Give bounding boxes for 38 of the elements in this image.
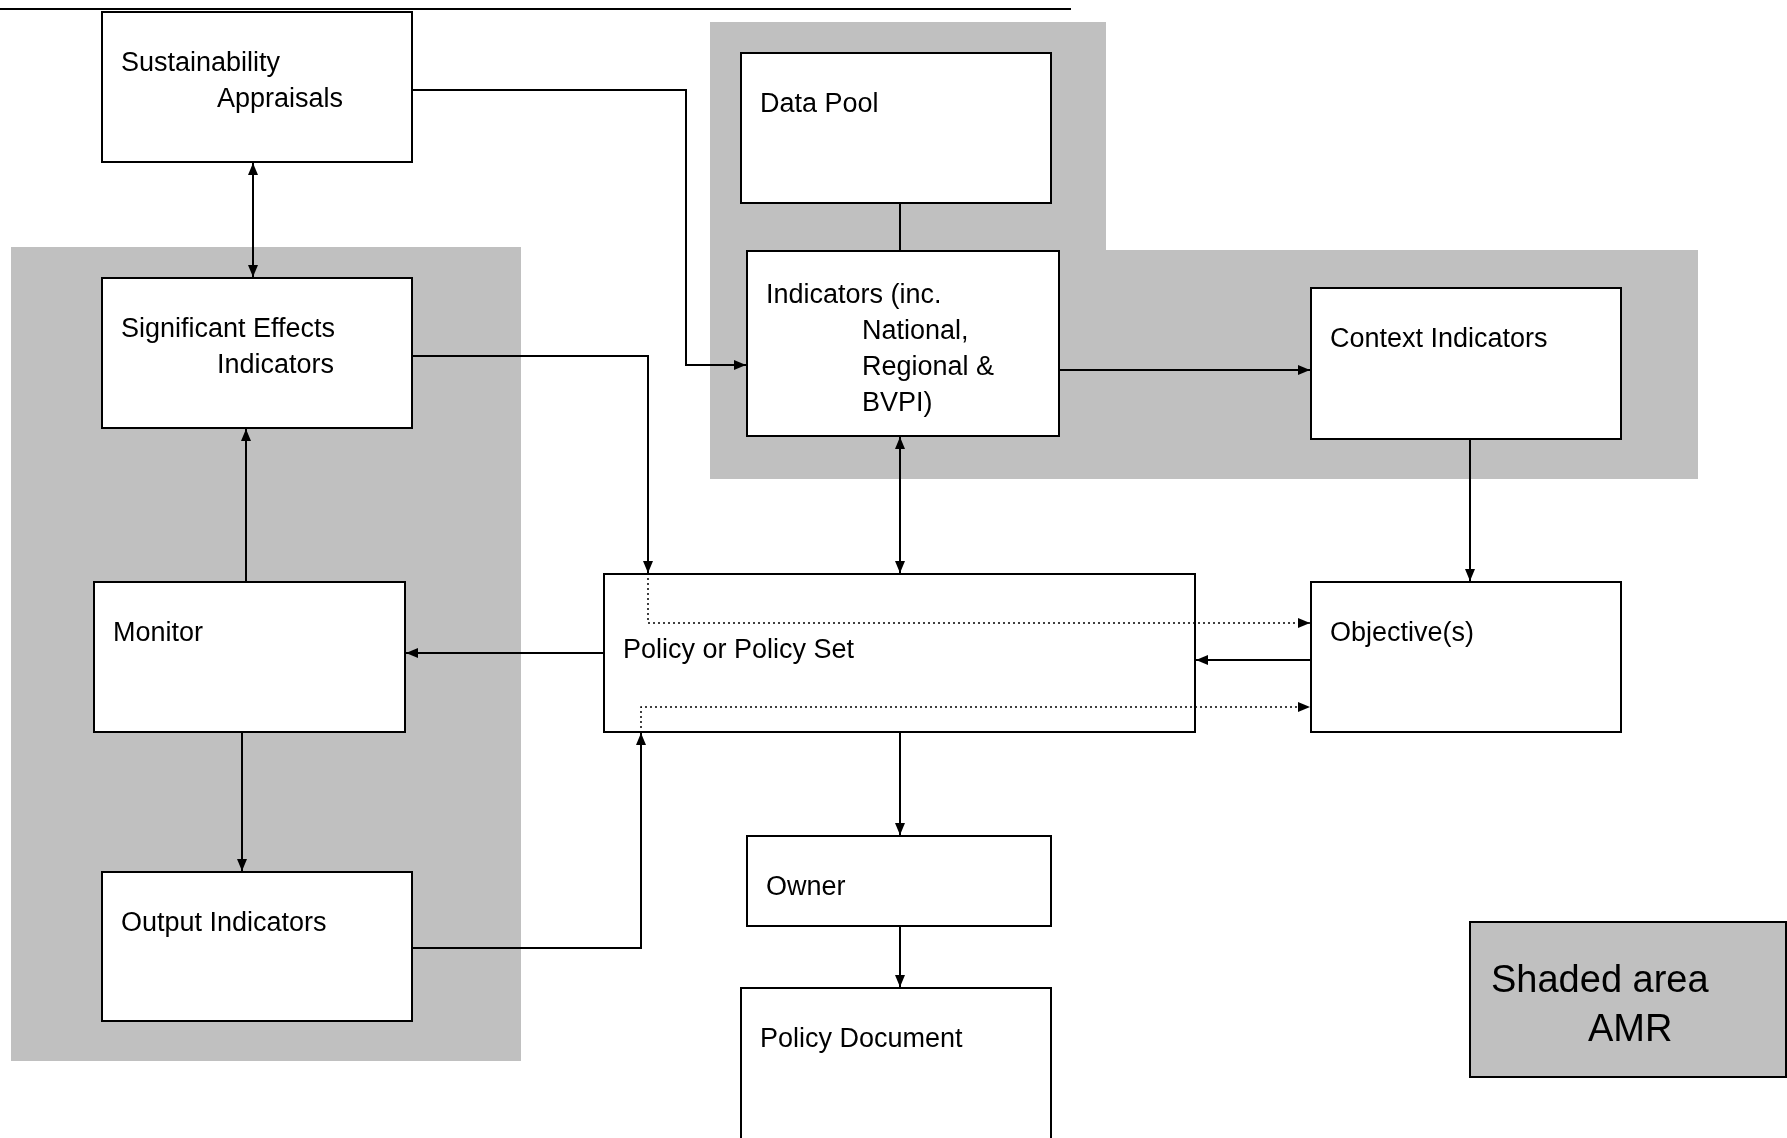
box-label: Sustainability Appraisals [120,46,345,115]
arrow [895,926,905,988]
box-label: Monitor [112,616,205,649]
box-label: Indicators (inc. National, Regional & BVPI) [765,278,996,419]
arrow [895,436,905,574]
arrow [405,648,604,658]
box-label: Policy or Policy Set [622,633,856,666]
box-label: Data Pool [759,87,880,120]
arrow [237,732,247,872]
box-label: Significant Effects Indicators [120,312,337,381]
legend-label: Shaded area AMR [1490,957,1710,1051]
process-box [746,835,1052,927]
process-box [93,581,406,733]
box-label: Output Indicators [120,906,328,939]
process-box [101,871,413,1022]
box-label: Owner [765,870,847,903]
arrow [1059,365,1311,375]
arrow [412,732,646,949]
shaded-region [11,247,521,1061]
process-box [603,573,1196,733]
process-box [740,987,1052,1138]
arrow [412,89,747,370]
arrow [248,162,258,278]
box-label: Objective(s) [1329,616,1476,649]
connector-line [899,203,901,251]
arrow [412,355,653,574]
process-box [101,277,413,429]
arrow [895,732,905,836]
box-label: Context Indicators [1329,322,1549,355]
box-label: Policy Document [759,1022,964,1055]
arrow [1195,655,1311,665]
process-box [101,11,413,163]
arrow [241,428,251,582]
process-box [1310,287,1622,440]
arrow [1465,439,1475,582]
process-box [1310,581,1622,733]
process-box [740,52,1052,204]
process-box [746,250,1060,437]
